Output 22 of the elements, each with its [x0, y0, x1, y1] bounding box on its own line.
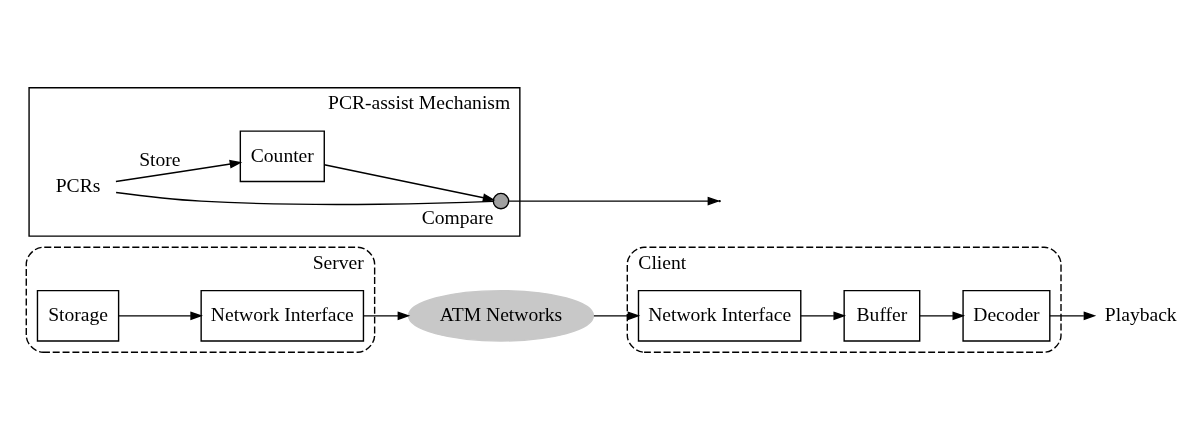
arrow [508, 196, 721, 206]
arrow [1049, 310, 1097, 320]
arrow [323, 163, 496, 202]
node-circle [492, 192, 510, 209]
node-label: Compare [421, 206, 494, 228]
edge-label: Store [139, 148, 181, 170]
node-box: Buffer [843, 289, 921, 342]
arrow [919, 310, 966, 320]
node-box: Network Interface [637, 289, 802, 342]
node-box: Storage [36, 289, 120, 342]
arrow [115, 159, 243, 182]
node-text: PCRs [55, 174, 101, 196]
arrow [593, 310, 641, 320]
node-box: Decoder [962, 289, 1051, 342]
arrow [362, 310, 411, 320]
node-ellipse: ATM Networks [407, 289, 595, 342]
arrow [800, 310, 847, 320]
node-box: Network Interface [200, 289, 365, 342]
node-box: Counter [239, 129, 325, 182]
arrow [118, 310, 203, 320]
node-text: Playback [1104, 303, 1177, 325]
connector [115, 191, 494, 205]
